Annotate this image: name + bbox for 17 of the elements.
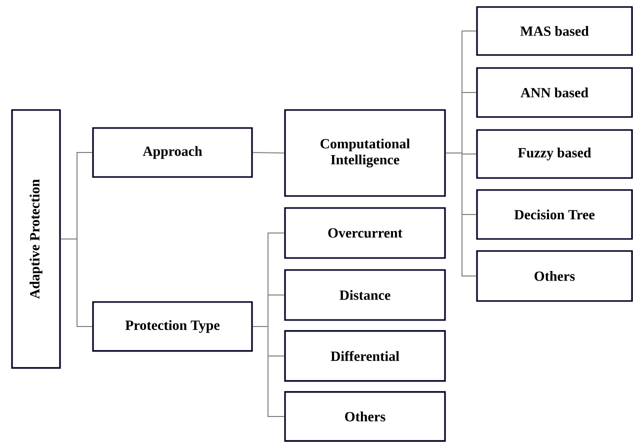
category-box: ANN based	[476, 67, 633, 118]
category-box: MAS based	[476, 6, 633, 56]
category-box: Computational Intelligence	[284, 109, 446, 197]
category-box: Others	[284, 391, 446, 442]
connector-line	[60, 238, 93, 327]
connector-line	[252, 152, 285, 154]
connector-line	[445, 152, 477, 276]
category-box: Approach	[92, 127, 253, 178]
category-box: Distance	[284, 269, 446, 321]
category-box: Overcurrent	[284, 207, 446, 259]
category-box: Decision Tree	[476, 189, 633, 240]
category-box: Differential	[284, 330, 446, 382]
category-box: Fuzzy based	[476, 129, 633, 179]
category-box: Others	[476, 250, 633, 302]
connector-line	[252, 326, 285, 417]
vertical-box: Adaptive Protection	[11, 109, 61, 369]
category-box: Protection Type	[92, 301, 253, 352]
